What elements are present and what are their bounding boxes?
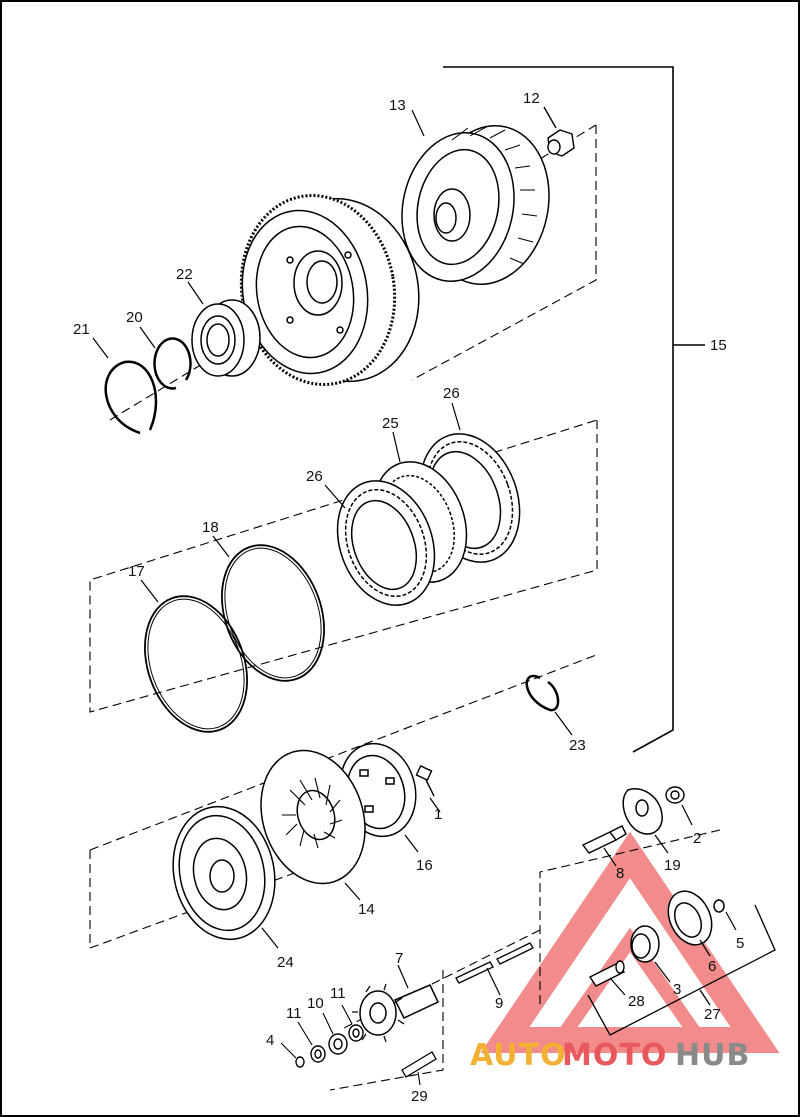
part-1-bolt — [415, 765, 441, 813]
part-24-pressure-plate — [172, 805, 279, 949]
callout-19: 19 — [664, 857, 681, 874]
bracket-27 — [587, 904, 776, 1036]
part-26-friction-plate-lower — [324, 480, 436, 606]
callout-21: 21 — [73, 321, 90, 338]
part-6-bearing-ring — [667, 890, 713, 957]
callout-18: 18 — [202, 519, 219, 536]
part-5-snap-ring — [713, 899, 737, 931]
callout-16: 16 — [416, 857, 433, 874]
watermark-logo — [480, 831, 780, 1053]
callout-8: 8 — [616, 865, 624, 882]
callout-labels: 1 2 3 4 5 6 7 8 9 10 11 11 12 13 14 15 1… — [73, 90, 744, 1105]
callout-26-upper: 26 — [443, 385, 460, 402]
part-12-nut — [543, 106, 575, 157]
callout-15: 15 — [710, 337, 727, 354]
part-22-bearing — [187, 281, 261, 377]
callout-7: 7 — [395, 950, 403, 967]
part-17-o-ring — [140, 579, 248, 733]
callout-5: 5 — [736, 935, 744, 952]
callout-11-a: 11 — [286, 1005, 302, 1022]
part-29-pin — [401, 1051, 437, 1086]
callout-27: 27 — [704, 1006, 721, 1023]
callout-10: 10 — [307, 995, 324, 1012]
callout-3: 3 — [673, 981, 681, 998]
callout-6: 6 — [708, 958, 716, 975]
callout-20: 20 — [126, 309, 143, 326]
part-3-bearing — [630, 925, 671, 983]
callout-11-b: 11 — [330, 985, 346, 1002]
callout-26-lower: 26 — [306, 468, 323, 485]
part-28-pushrod-end — [588, 960, 626, 996]
part-21-retaining-ring — [92, 337, 158, 435]
callout-1: 1 — [434, 806, 442, 823]
part-2-nut — [665, 786, 693, 826]
clutch-shell — [239, 194, 420, 386]
callout-17: 17 — [128, 563, 145, 580]
callout-14: 14 — [358, 901, 375, 918]
callout-29: 29 — [411, 1088, 428, 1105]
callout-23: 23 — [569, 737, 586, 754]
brand-hub: HUB — [675, 1038, 750, 1073]
callout-25: 25 — [382, 415, 399, 432]
watermark-brand: AUTO MOTO HUB — [470, 1038, 750, 1073]
part-9-pushrod — [455, 942, 534, 996]
callout-22: 22 — [176, 266, 193, 283]
washers-group — [280, 1004, 364, 1068]
brand-auto: AUTO — [470, 1038, 567, 1073]
callout-9: 9 — [495, 995, 503, 1012]
callout-4: 4 — [266, 1032, 274, 1049]
callout-12: 12 — [523, 90, 540, 107]
part-19-ramp — [622, 788, 669, 854]
part-20-snap-ring — [139, 326, 192, 390]
part-14-diaphragm-spring — [260, 749, 366, 901]
brand-moto: MOTO — [562, 1038, 667, 1073]
part-8-adjusting-screw — [581, 825, 627, 867]
part-18-o-ring — [212, 535, 325, 682]
part-23-ring — [525, 674, 573, 736]
callout-28: 28 — [628, 993, 645, 1010]
part-7-shaft-sprocket — [352, 964, 439, 1043]
callout-13: 13 — [389, 97, 406, 114]
callout-24: 24 — [277, 954, 294, 971]
bracket-15 — [443, 66, 705, 753]
part-13-clutch-hub — [401, 109, 550, 285]
callout-2: 2 — [693, 830, 701, 847]
